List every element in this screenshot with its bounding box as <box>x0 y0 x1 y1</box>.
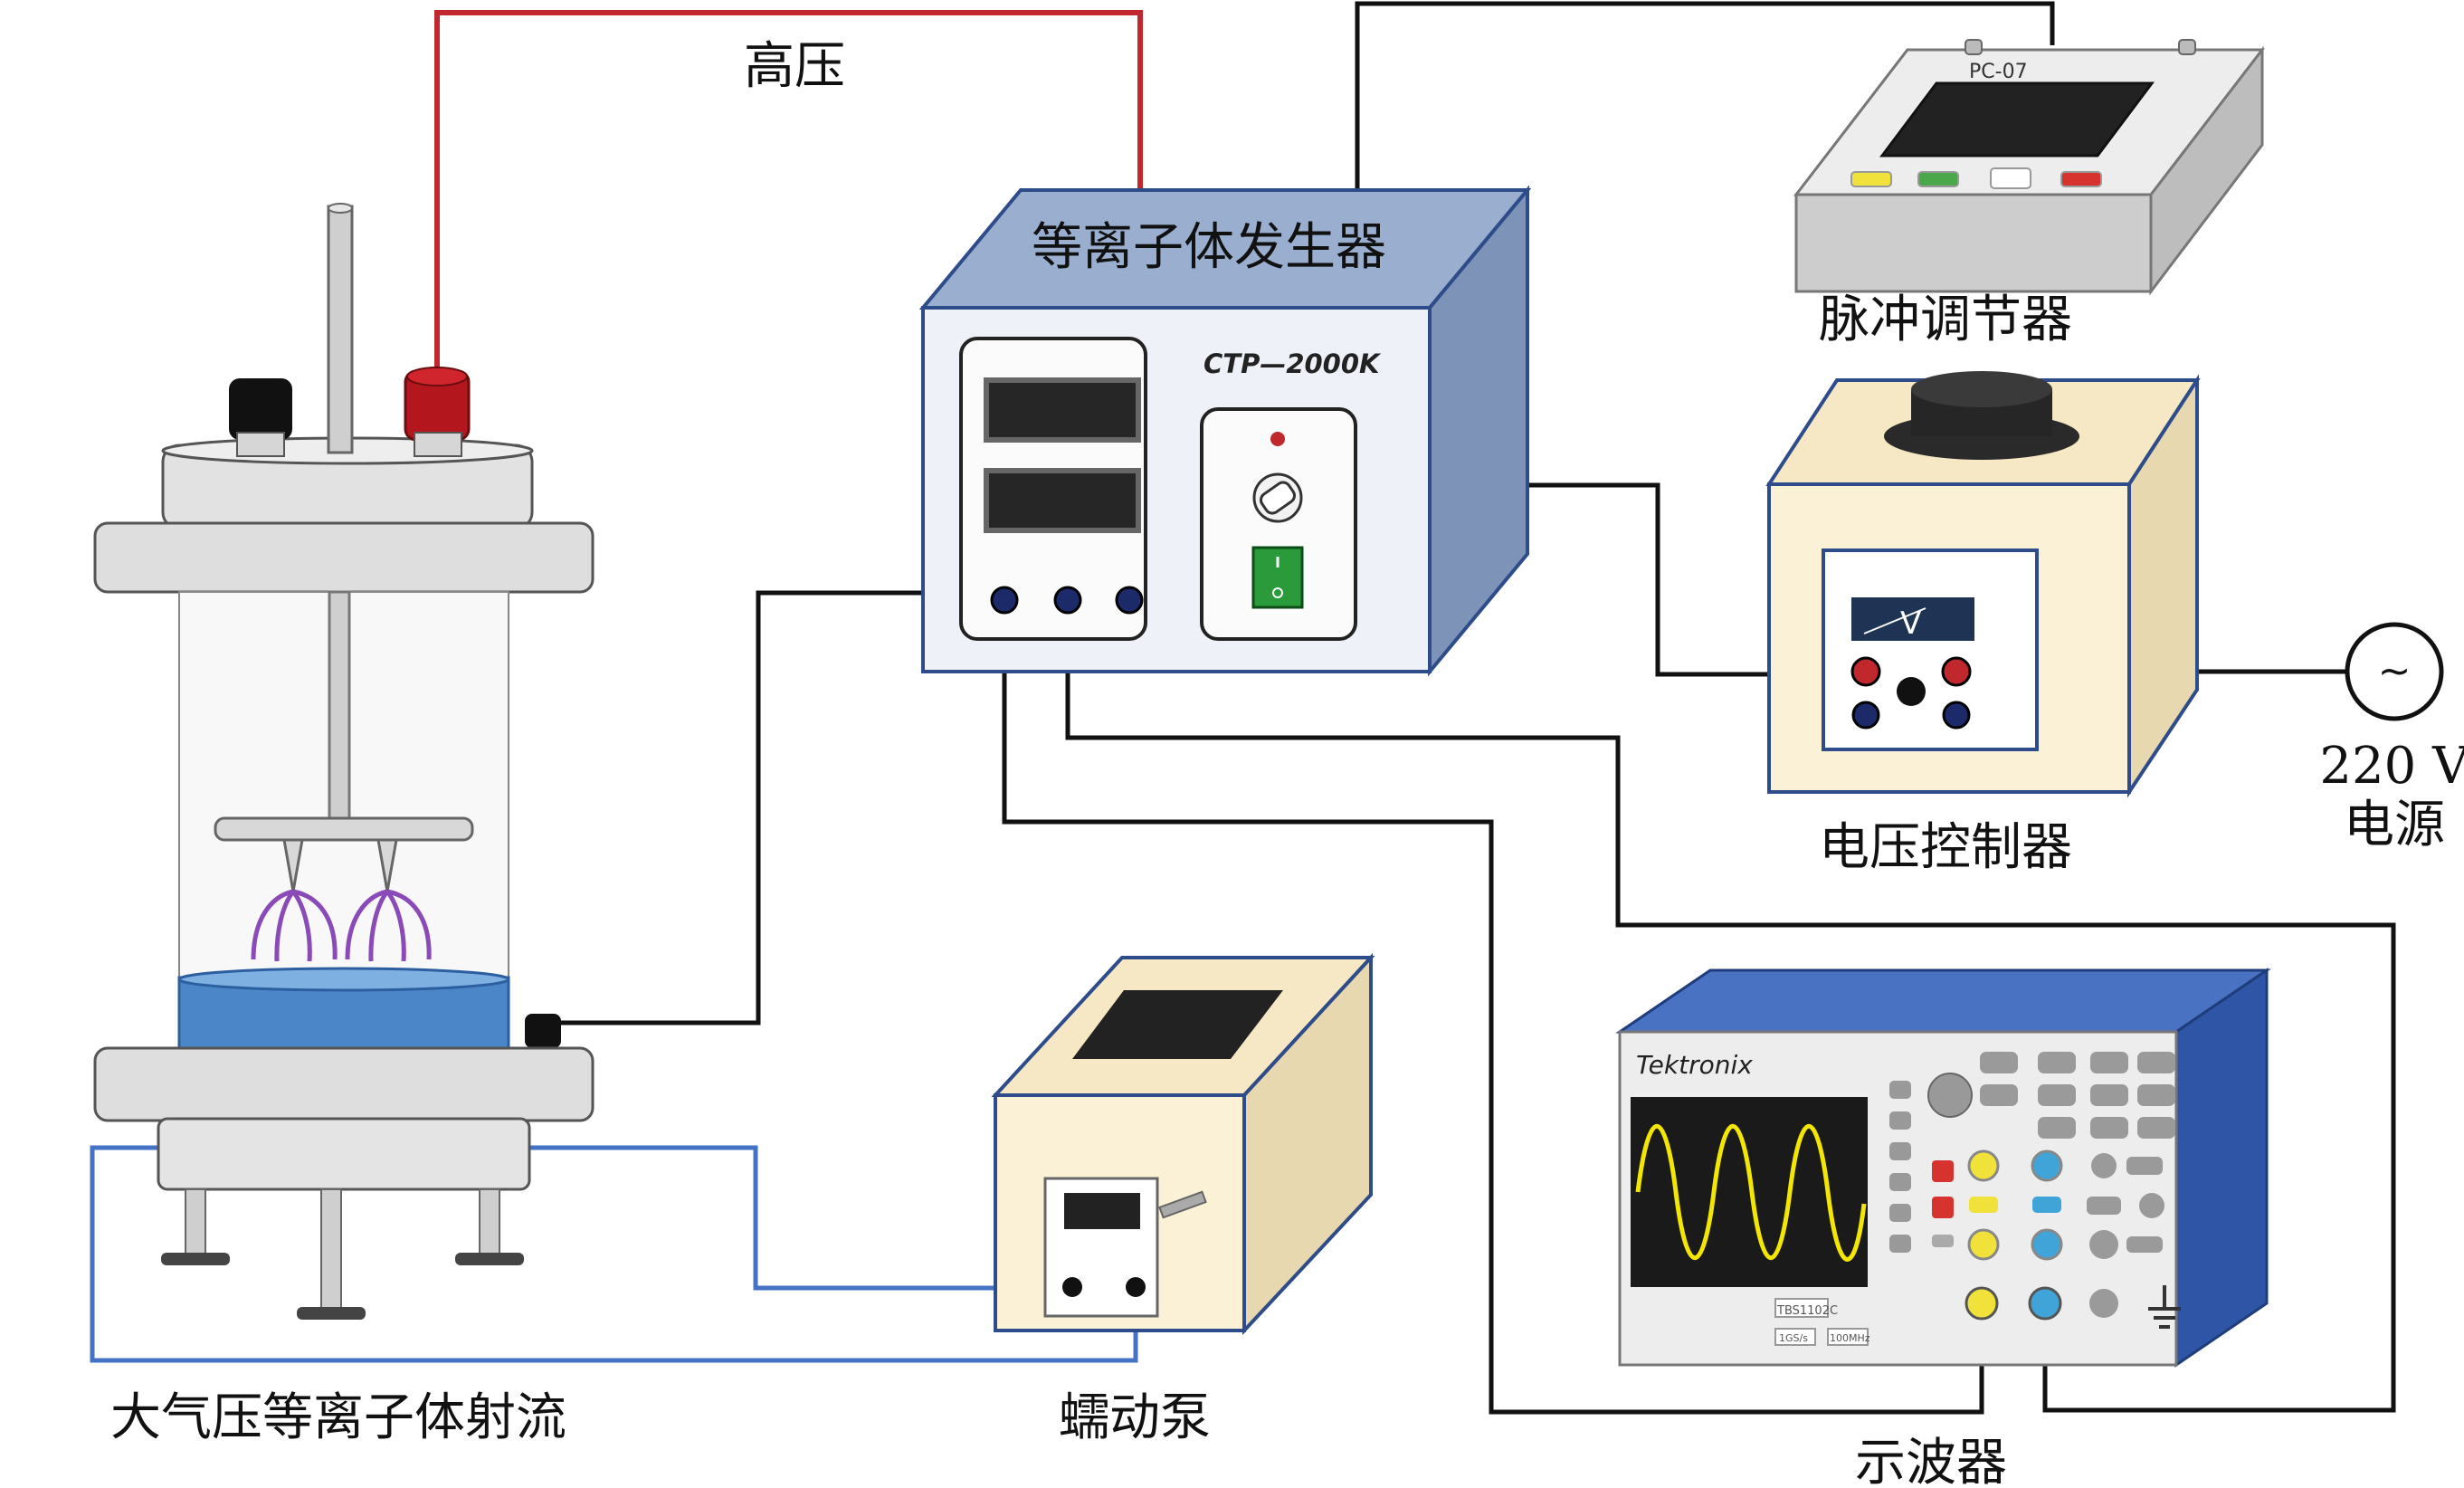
generator-power-switch[interactable] <box>1251 546 1304 609</box>
generator-knob-1[interactable] <box>990 586 1019 615</box>
generator-knob-2[interactable] <box>1053 586 1082 615</box>
pulse-regulator: PC-07 脉冲调节器 <box>1793 39 2266 349</box>
ac-source-icon <box>2345 622 2444 721</box>
scope-tag-1: 1GS/s <box>1779 1332 1808 1344</box>
plasma-jet-reactor <box>93 203 595 1320</box>
power-voltage: 220 V <box>2319 737 2464 796</box>
generator-knob-3[interactable] <box>1115 586 1144 615</box>
controller-red-terminal-2[interactable] <box>1941 656 1972 687</box>
plasma-generator: CTP—2000K 等离子体发生器 <box>918 185 1532 677</box>
power-indicator-icon <box>1270 432 1285 446</box>
power-symbol: ~ <box>2378 648 2412 694</box>
pump-label: 蠕动泵 <box>1059 1388 1211 1447</box>
scope-ch1-input[interactable] <box>1965 1286 1999 1321</box>
high-voltage-label: 高压 <box>744 37 845 96</box>
power-source: ~ 220 V 电源 <box>2319 622 2464 854</box>
oscilloscope-label: 示波器 <box>1855 1434 2007 1488</box>
controller-red-terminal-1[interactable] <box>1850 656 1881 687</box>
scope-ch2-input[interactable] <box>2028 1286 2062 1321</box>
scope-screen <box>1631 1097 1868 1287</box>
controller-blue-terminal-2[interactable] <box>1942 701 1971 730</box>
voltage-controller-wire <box>1527 482 1866 677</box>
scope-main-knob[interactable] <box>1927 1073 1973 1118</box>
ground-icon <box>2148 1285 2181 1329</box>
pump-tube <box>90 1145 1138 1363</box>
controller-black-terminal[interactable] <box>1897 677 1926 706</box>
scope-wire-1 <box>1002 602 1984 1415</box>
scope-tag-2: 100MHz <box>1830 1332 1870 1344</box>
voltage-controller-label: 电压控制器 <box>1819 818 2072 877</box>
voltmeter-display <box>1851 597 1974 641</box>
plasma-generator-label: 等离子体发生器 <box>1032 218 1386 277</box>
voltmeter-letter: V <box>1900 606 1921 642</box>
high-voltage-wire <box>434 10 1143 371</box>
oscilloscope: Tektronix TBS1102C 1GS/s 100MHz <box>1615 968 2271 1488</box>
power-label: 电源 <box>2344 796 2445 854</box>
scope-brand: Tektronix <box>1636 1050 1753 1080</box>
jet-label: 大气压等离子体射流 <box>110 1388 566 1447</box>
pulse-regulator-label: 脉冲调节器 <box>1819 291 2072 349</box>
generator-model: CTP—2000K <box>1203 348 1382 379</box>
ground-wire <box>561 590 923 1025</box>
pulse-model: PC-07 <box>1969 61 2028 83</box>
peristaltic-pump: 蠕动泵 <box>991 952 1375 1447</box>
controller-blue-terminal-1[interactable] <box>1851 701 1880 730</box>
plasma-discharge <box>251 889 432 962</box>
scope-wire-2 <box>1065 602 2396 1413</box>
pump-tube-2 <box>527 1145 1009 1291</box>
pulse-regulator-wire <box>1355 1 2055 197</box>
waveform <box>1635 1124 1867 1262</box>
scope-model: TBS1102C <box>1776 1304 1838 1318</box>
voltage-controller: V 电压控制器 <box>1765 371 2201 877</box>
